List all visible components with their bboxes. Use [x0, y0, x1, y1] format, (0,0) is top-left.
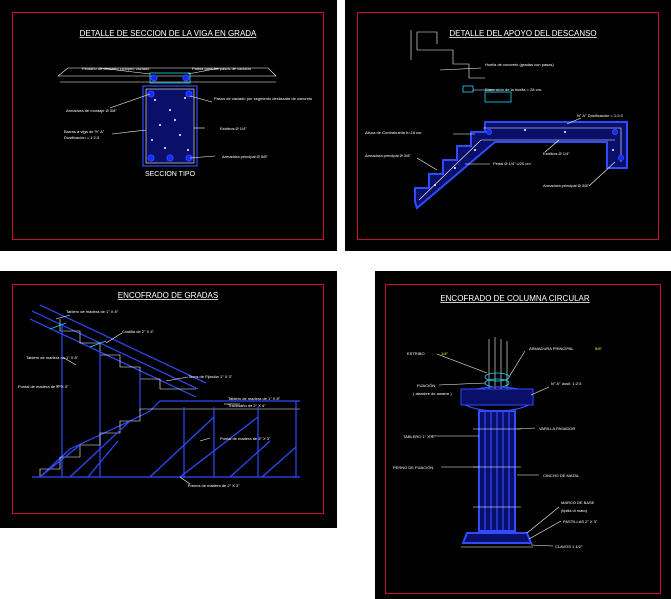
apoyo-label: N° A° Dosificación = 1:2:3 — [577, 113, 624, 118]
apoyo-hatch — [434, 129, 614, 186]
gradas-title: ENCOFRADO DE GRADAS — [118, 291, 218, 300]
panel-columna: ENCOFRADO DE COLUMNA CIRCULAR — [375, 271, 671, 599]
viga-stirrup — [145, 88, 195, 164]
columna-label: 5/8" — [595, 346, 603, 351]
apoyo-label: Pedal Ø 1/4" c/20 cm — [493, 161, 531, 166]
gradas-drawing: ENCOFRADO DE GRADAS Tablero d — [18, 291, 300, 488]
columna-label: ARMADURA PRINCIPAL — [529, 346, 574, 351]
gradas-upper-formwork — [29, 304, 207, 477]
columna-label: CLAVOS 1 1/2" — [555, 544, 583, 549]
apoyo-drawing: DETALLE DEL APOYO DEL DESCANSO Huella de… — [365, 29, 628, 210]
columna-hoops — [473, 428, 521, 508]
viga-top-block — [149, 72, 191, 84]
panel-viga: DETALLE DE SECCION DE LA VIGA EN GRADA P… — [0, 0, 337, 251]
columna-label: PASTILLAS 2" X 3" — [563, 519, 598, 524]
gradas-label: Tablero de madera de 1" X 8" — [26, 355, 79, 360]
columna-label: ( alambre de amarre ) — [413, 391, 452, 396]
columna-label: 1/4" — [441, 351, 449, 356]
apoyo-label: Armadura principal Ø 3/8" — [365, 153, 411, 158]
viga-step-slab — [57, 67, 277, 77]
gradas-label: Tablero de madera de 1" X 8" — [66, 309, 119, 314]
gradas-label: Tacos de Fijación 1" X 3" — [188, 374, 233, 379]
columna-label: FIJACIÓN — [417, 383, 435, 388]
viga-subtitle: SECCION TIPO — [145, 171, 196, 178]
apoyo-label: Armadura principal Ø 3/8" — [543, 183, 589, 188]
gradas-label: Puntal de madera de 3" X 3" — [18, 384, 69, 389]
viga-concrete-hatch — [151, 97, 189, 151]
panel-gradas-frame — [12, 284, 324, 514]
viga-beam-section — [142, 85, 198, 167]
apoyo-rebar — [418, 139, 615, 201]
apoyo-label: Estribos Ø 1/4" — [543, 151, 570, 156]
columna-label: MARCO DE BASE — [561, 500, 595, 505]
panel-gradas: ENCOFRADO DE GRADAS Tablero d — [0, 271, 337, 528]
viga-label: Dosificación = 1:2:3 — [64, 135, 100, 140]
columna-label: PERNO DE FIJACIÓN — [393, 465, 433, 470]
apoyo-block — [484, 91, 512, 103]
gradas-label: Travesaño de 2" X 4" — [228, 403, 266, 408]
panel-apoyo-frame — [357, 12, 659, 240]
columna-drawing: ENCOFRADO DE COLUMNA CIRCULAR — [393, 294, 603, 549]
columna-rebars — [484, 337, 510, 389]
viga-label: Paleta para los pasos de vaciado — [192, 66, 252, 71]
viga-label: Armadura principal Ø 5/8" — [222, 154, 268, 159]
panel-apoyo: DETALLE DEL APOYO DEL DESCANSO Huella de… — [345, 0, 671, 251]
columna-label: (tipilla di mato) — [561, 508, 588, 513]
viga-label: Armadura de montaje Ø 3/8" — [66, 108, 117, 113]
apoyo-upper-steps — [416, 31, 485, 79]
viga-label: Estribos Ø 1/4" — [220, 126, 247, 131]
gradas-label: Tablero de madera de 1" X 8" — [228, 396, 281, 401]
gradas-label: Frenos de madera de 2" X 3" — [188, 483, 240, 488]
viga-bar — [150, 74, 158, 82]
gradas-label: Costilla de 2" X 4" — [122, 329, 155, 334]
panel-columna-frame — [385, 284, 661, 594]
columna-label: ESTRIBO — [407, 351, 425, 356]
columna-label: CINCHO DE MATAL — [543, 473, 580, 478]
columna-label: VARILLA PASADOR — [539, 426, 575, 431]
columna-top-cap — [460, 388, 534, 406]
columna-base-frame — [461, 532, 533, 544]
columna-title: ENCOFRADO DE COLUMNA CIRCULAR — [440, 294, 590, 303]
viga-label: Pasos de vaciado por segmento deslizante… — [214, 96, 313, 101]
viga-label: Peldaño de concreto ciclópeo vaciado — [82, 66, 150, 71]
columna-label: TABLERO 1" X 4" — [403, 434, 435, 439]
columna-label: N° A° dosif. 1:2:3 — [551, 381, 582, 386]
gradas-lower-formwork — [32, 400, 300, 478]
apoyo-label: Altura de Contrahuella h=18 cm. — [365, 130, 422, 135]
apoyo-label: Huella de concreto (gradas con pasos) — [485, 62, 554, 67]
apoyo-rebar — [483, 127, 622, 162]
columna-boards — [484, 411, 510, 531]
viga-bar — [166, 154, 174, 162]
apoyo-title: DETALLE DEL APOYO DEL DESCANSO — [449, 29, 596, 38]
viga-label: Barras ø viga de ½" A° — [64, 129, 105, 134]
viga-bar — [182, 74, 190, 82]
apoyo-label: Dimensión de la huella = 28 cm. — [485, 87, 542, 92]
apoyo-block — [462, 85, 474, 93]
viga-bar — [147, 90, 155, 98]
viga-title: DETALLE DE SECCION DE LA VIGA EN GRADA — [80, 29, 257, 38]
apoyo-landing-slab — [414, 121, 628, 210]
panel-viga-frame — [12, 12, 324, 240]
viga-drawing: DETALLE DE SECCION DE LA VIGA EN GRADA P… — [57, 29, 313, 178]
gradas-label: Puntal de madera de 3" X 3" — [220, 436, 271, 441]
viga-bar — [147, 154, 155, 162]
viga-bar — [185, 90, 193, 98]
